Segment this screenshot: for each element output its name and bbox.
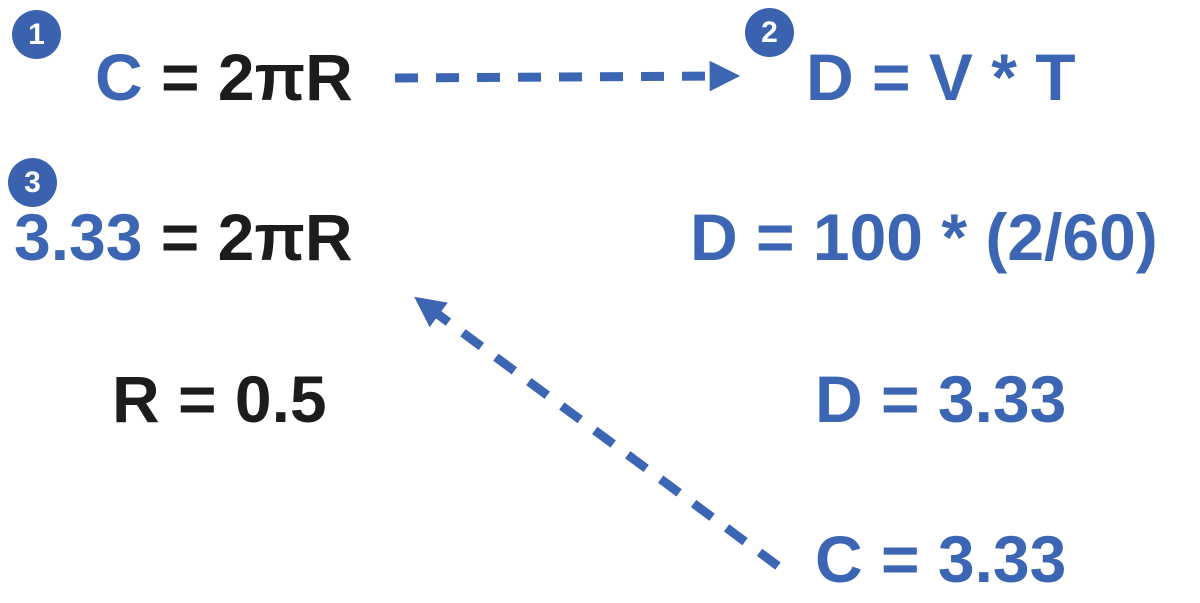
formula-circumference-lhs: C — [95, 40, 143, 114]
formula-distance-result: D = 3.33 — [815, 366, 1066, 432]
formula-distance-result-text: D = 3.33 — [815, 362, 1067, 436]
formula-circumference-rhs: = 2πR — [142, 40, 353, 114]
formula-circumference: C = 2πR — [95, 44, 353, 110]
formula-distance-calc-text: D = 100 * (2/60) — [690, 200, 1158, 274]
step-badge-3: 3 — [8, 158, 57, 207]
step-badge-1-label: 1 — [28, 17, 45, 51]
dashed-arrow-right-icon — [394, 60, 741, 92]
step-badge-2: 2 — [745, 8, 794, 57]
step-badge-1: 1 — [12, 10, 61, 59]
formula-distance: D = V * T — [806, 44, 1076, 110]
formula-circumference-result: C = 3.33 — [815, 526, 1066, 592]
formula-circumference-value-rhs: = 2πR — [142, 200, 353, 274]
formula-distance-calc: D = 100 * (2/60) — [690, 204, 1158, 270]
formula-radius-result: R = 0.5 — [112, 366, 327, 432]
formula-distance-text: D = V * T — [806, 40, 1076, 114]
formula-circumference-value-lhs: 3.33 — [14, 200, 143, 274]
step-badge-2-label: 2 — [761, 15, 778, 49]
step-badge-3-label: 3 — [24, 165, 41, 199]
formula-radius-result-text: R = 0.5 — [112, 362, 327, 436]
formula-circumference-value: 3.33 = 2πR — [14, 204, 353, 270]
formula-circumference-result-text: C = 3.33 — [815, 522, 1067, 596]
dashed-arrow-up-left-icon — [414, 296, 781, 570]
